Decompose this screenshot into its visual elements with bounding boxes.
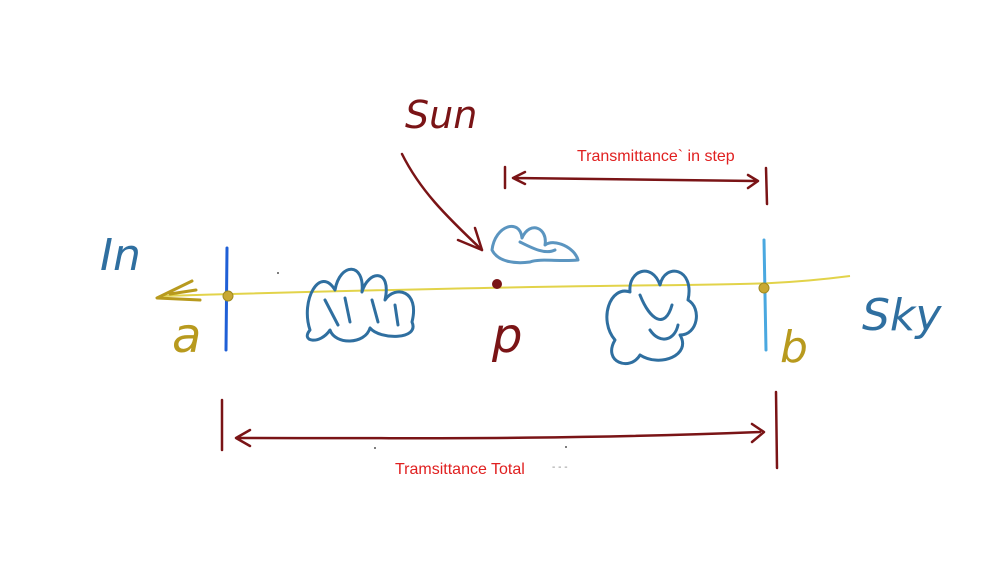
label-a: a [172,308,201,364]
sun-pointer-arrow [400,152,484,252]
cloud-right-icon [605,269,698,366]
point-p-dot [492,279,502,289]
label-b: b [780,322,808,373]
label-transmittance-total: Tramsittance Total [395,461,525,478]
step-bracket-right [764,166,769,206]
step-dimension-line [511,170,760,190]
point-b-dot [758,282,770,294]
speckle [277,272,279,274]
label-sun: Sun [405,93,477,137]
trailing-dashes: - - - [552,462,568,473]
point-a-dot [222,290,234,302]
sun-cloud-icon [490,225,580,265]
total-bracket-right [774,390,779,470]
total-dimension-line [234,422,766,448]
marker-b-line [762,238,768,352]
label-sky: Sky [862,290,942,341]
label-in: In [100,230,141,281]
cloud-left-icon [305,267,416,343]
sun-pointer-arrowhead [456,226,484,252]
speckle [374,447,376,449]
label-p: p [491,308,522,364]
speckle [565,446,567,448]
ray-arrowhead [155,279,202,302]
view-ray [159,275,851,297]
label-transmittance-step: Transmittance` in step [577,148,735,165]
